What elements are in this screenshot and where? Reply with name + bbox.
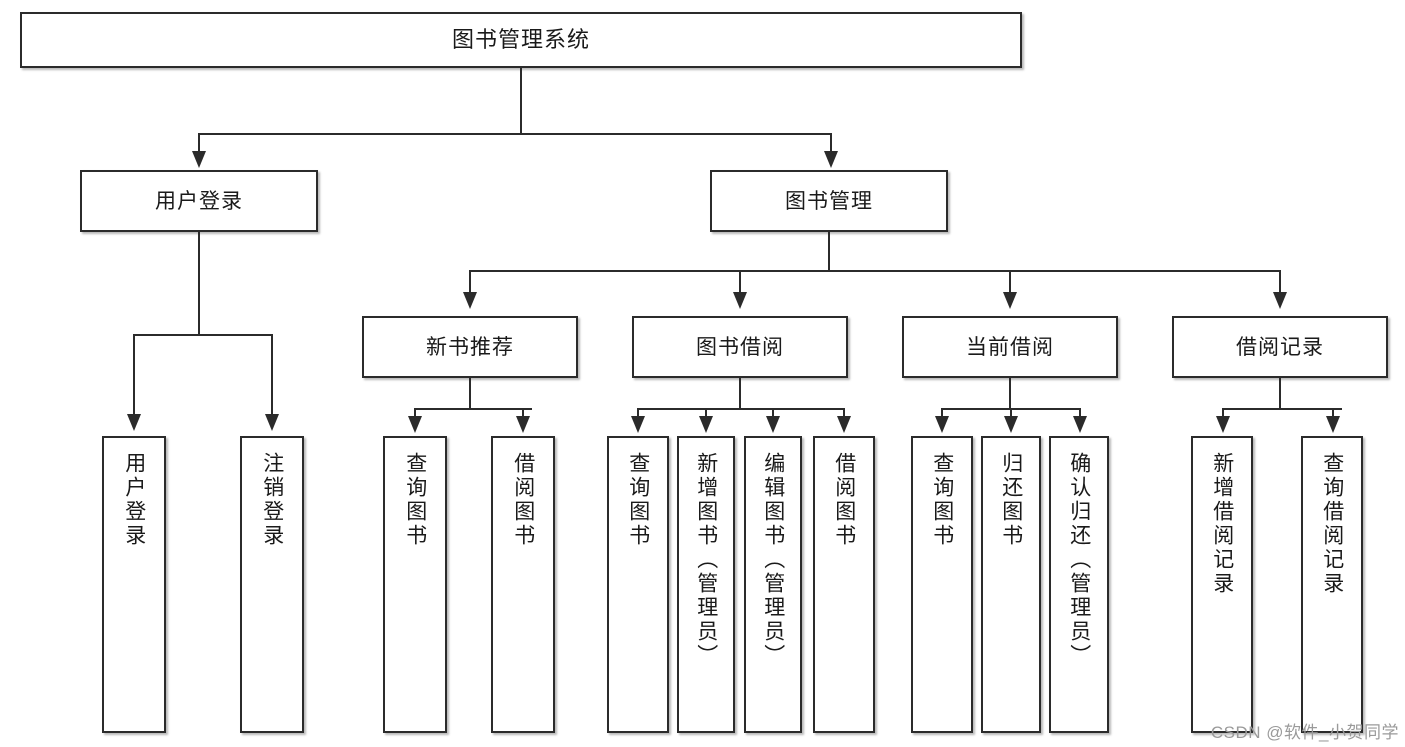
connector-book-management-stem [828,232,830,272]
connector-user-login-drop-2 [271,334,273,416]
csdn-watermark: CSDN @软件_小贺同学 [1210,723,1399,742]
connector-br-drop-2 [1332,408,1334,418]
node-label: 图书管理 [785,189,873,213]
leaf-return-book[interactable]: 归还图书 [981,436,1041,733]
connector-bb-bus [637,408,845,410]
arrowhead-cb-leaf-2 [1004,416,1018,433]
connector-cb-drop-3 [1079,408,1081,418]
arrowhead-br-leaf-1 [1216,416,1230,433]
connector-root-stem [520,68,522,134]
leaf-user-login[interactable]: 用户登录 [102,436,166,733]
arrowhead-to-book-management [824,151,838,168]
arrowhead-bb-leaf-2 [699,416,713,433]
arrowhead-nbr-leaf-2 [516,416,530,433]
connector-book-management-bus [469,270,1281,272]
connector-cb-drop-2 [1010,408,1012,418]
connector-bb-drop-4 [843,408,845,418]
leaf-logout[interactable]: 注销登录 [240,436,304,733]
node-label: 借阅图书 [832,452,856,548]
node-label: 用户登录 [122,452,146,548]
connector-nbr-bus [414,408,532,410]
connector-br-bus [1222,408,1342,410]
node-label: 查询图书 [626,452,650,548]
leaf-confirm-return-admin[interactable]: 确认归还（管理员） [1049,436,1109,733]
leaf-edit-book-admin[interactable]: 编辑图书（管理员） [744,436,802,733]
connector-br-stem [1279,378,1281,410]
arrowhead-to-book-borrow [733,292,747,309]
arrowhead-cb-leaf-1 [935,416,949,433]
connector-bb-drop-1 [637,408,639,418]
node-label: 图书管理系统 [451,27,590,52]
node-book-borrow[interactable]: 图书借阅 [632,316,848,378]
connector-bm-drop-2 [739,270,741,294]
arrowhead-to-user-login [192,151,206,168]
connector-bb-stem [739,378,741,410]
connector-user-login-bus [133,334,273,336]
node-label: 新增图书（管理员） [694,452,718,668]
arrowhead-bb-leaf-1 [631,416,645,433]
node-label: 借阅记录 [1236,335,1324,359]
leaf-query-book-bb[interactable]: 查询图书 [607,436,669,733]
connector-bm-drop-4 [1279,270,1281,294]
connector-cb-stem [1009,378,1011,410]
connector-nbr-drop-2 [522,408,524,418]
node-label: 用户登录 [155,189,243,213]
node-user-login[interactable]: 用户登录 [80,170,318,232]
connector-bm-drop-3 [1009,270,1011,294]
arrowhead-bb-leaf-4 [837,416,851,433]
connector-root-drop-right [830,133,832,153]
node-label: 当前借阅 [966,335,1054,359]
leaf-borrow-book-bb[interactable]: 借阅图书 [813,436,875,733]
connector-nbr-drop-1 [414,408,416,418]
arrowhead-bb-leaf-3 [766,416,780,433]
node-label: 归还图书 [999,452,1023,548]
arrowhead-to-new-book-recommend [463,292,477,309]
node-borrow-record[interactable]: 借阅记录 [1172,316,1388,378]
node-label: 借阅图书 [511,452,535,548]
node-book-management[interactable]: 图书管理 [710,170,948,232]
node-label: 新书推荐 [426,335,514,359]
arrowhead-to-borrow-record [1273,292,1287,309]
connector-bb-drop-3 [772,408,774,418]
node-label: 注销登录 [260,452,284,548]
leaf-add-borrow-record[interactable]: 新增借阅记录 [1191,436,1253,733]
connector-bm-drop-1 [469,270,471,294]
node-label: 查询图书 [930,452,954,548]
leaf-query-borrow-record[interactable]: 查询借阅记录 [1301,436,1363,733]
connector-user-login-drop-1 [133,334,135,416]
arrowhead-to-current-borrow [1003,292,1017,309]
leaf-query-book-cb[interactable]: 查询图书 [911,436,973,733]
leaf-query-book-nbr[interactable]: 查询图书 [383,436,447,733]
connector-br-drop-1 [1222,408,1224,418]
node-new-book-recommend[interactable]: 新书推荐 [362,316,578,378]
node-label: 编辑图书（管理员） [761,452,785,668]
node-label: 查询借阅记录 [1320,452,1344,596]
node-label: 新增借阅记录 [1210,452,1234,596]
leaf-borrow-book-nbr[interactable]: 借阅图书 [491,436,555,733]
node-current-borrow[interactable]: 当前借阅 [902,316,1118,378]
connector-root-bus [198,133,832,135]
connector-nbr-stem [469,378,471,410]
arrowhead-cb-leaf-3 [1073,416,1087,433]
node-label: 图书借阅 [696,335,784,359]
arrowhead-br-leaf-2 [1326,416,1340,433]
node-label: 确认归还（管理员） [1067,452,1091,668]
connector-root-drop-left [198,133,200,153]
arrowhead-user-login-leaf-1 [127,414,141,431]
arrowhead-nbr-leaf-1 [408,416,422,433]
arrowhead-user-login-leaf-2 [265,414,279,431]
node-root-book-management-system[interactable]: 图书管理系统 [20,12,1022,68]
connector-cb-drop-1 [941,408,943,418]
leaf-add-book-admin[interactable]: 新增图书（管理员） [677,436,735,733]
connector-user-login-stem [198,232,200,336]
node-label: 查询图书 [403,452,427,548]
connector-bb-drop-2 [705,408,707,418]
